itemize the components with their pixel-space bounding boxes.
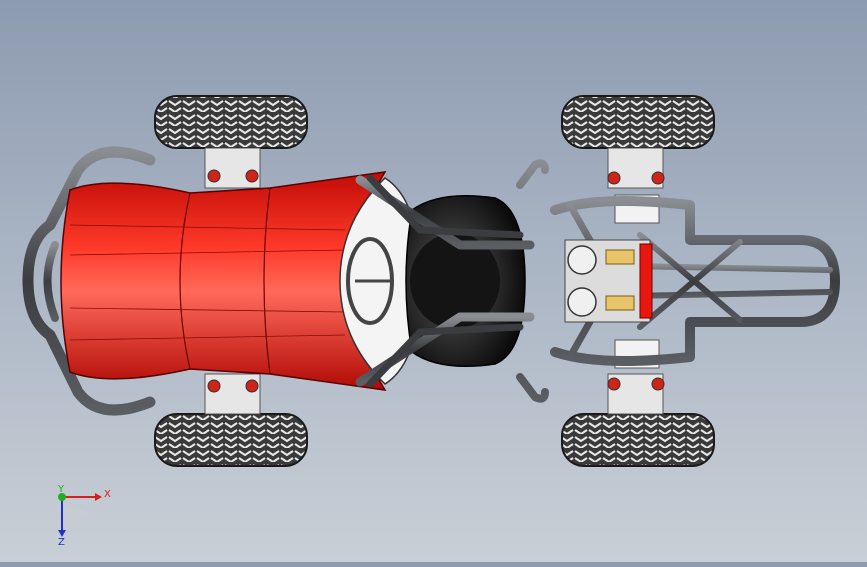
front-bumper-frame — [22, 146, 156, 416]
engine — [564, 239, 653, 323]
tire-front-right — [154, 413, 308, 467]
triad-x-label: X — [104, 489, 111, 500]
tire-rear-left — [561, 95, 715, 149]
coordinate-triad: X Y Z — [57, 484, 111, 548]
roll-cage — [366, 174, 524, 388]
tire-front-left — [154, 95, 308, 149]
triad-y-label: Y — [57, 484, 65, 495]
front-suspension — [204, 147, 261, 415]
front-body-panel — [60, 171, 387, 391]
triad-z-label: Z — [58, 537, 65, 548]
rear-suspension — [607, 147, 665, 415]
cockpit — [339, 177, 421, 385]
y-axis-icon — [58, 493, 66, 501]
tire-rear-right — [561, 413, 715, 467]
